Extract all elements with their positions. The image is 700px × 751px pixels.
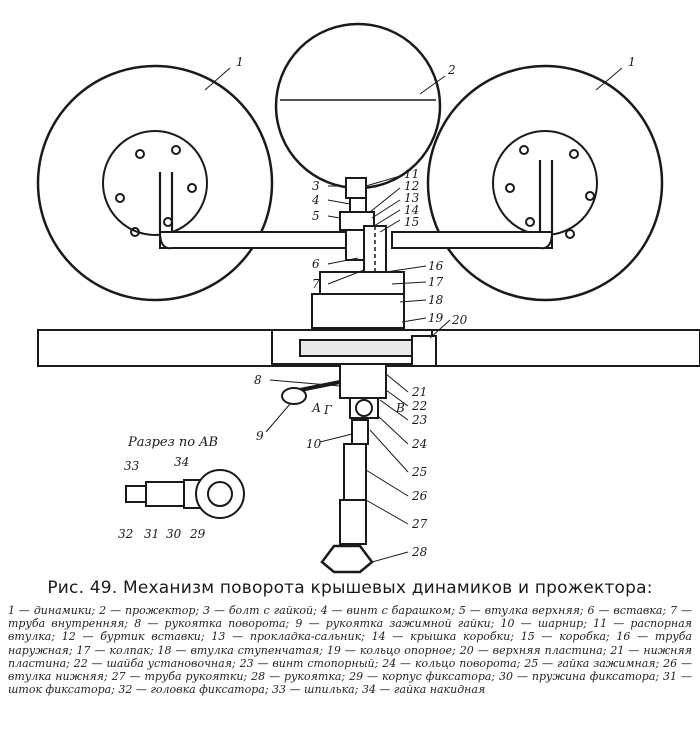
handle-tube: [339, 419, 369, 545]
box: [271, 329, 437, 367]
section-callout: 31: [144, 527, 159, 541]
callout: 3: [312, 179, 320, 193]
lower-body: [339, 363, 387, 419]
callout: 24: [411, 437, 427, 451]
figure-legend: 1 — динамики; 2 — прожектор; 3 — болт с …: [8, 604, 692, 697]
callout: 4: [311, 193, 320, 207]
section-callout: 29: [189, 527, 206, 541]
section-label: Разрез по AB: [127, 435, 218, 450]
spotlight: [274, 22, 442, 190]
callout: 9: [256, 429, 264, 443]
section-detail: [125, 469, 245, 519]
callout: 14: [404, 203, 419, 217]
callout: 20: [451, 313, 468, 327]
callout: 28: [411, 545, 428, 559]
grip: [320, 544, 374, 574]
callout: 8: [254, 373, 262, 387]
cut-mark: А: [311, 401, 321, 415]
section-callout: 32: [118, 527, 133, 541]
left-speaker: [36, 64, 274, 302]
figure-caption: Рис. 49. Механизм поворота крышевых дина…: [47, 578, 653, 598]
callout: 11: [404, 167, 419, 181]
callout: 6: [312, 257, 320, 271]
callout: 1: [628, 55, 636, 69]
callout: 12: [404, 179, 419, 193]
cut-mark: В: [395, 401, 405, 415]
callout: 27: [411, 517, 428, 531]
callout: 23: [411, 413, 428, 427]
callout: 7: [312, 277, 320, 291]
leader-lines: [204, 67, 623, 563]
speaker-bars: [159, 231, 553, 250]
callout: 13: [404, 191, 420, 205]
callout: 10: [306, 437, 322, 451]
right-speaker: [426, 64, 664, 302]
callout: 18: [428, 293, 444, 307]
rotation-handle: [281, 380, 341, 405]
mechanism-diagram: 1 1 2 3 4 5 6 7 8 9 10 11 12 13 14 15 16…: [36, 22, 700, 574]
callout: 5: [312, 209, 320, 223]
callout: 26: [411, 489, 428, 503]
section-callout: 33: [124, 459, 140, 473]
callout: 2: [447, 63, 456, 77]
callout: 17: [428, 275, 444, 289]
section-callout: 30: [166, 527, 182, 541]
stepped-sleeve: [311, 271, 405, 329]
callout: 22: [411, 399, 427, 413]
callout: 15: [404, 215, 419, 229]
callout: 16: [428, 259, 444, 273]
callout: 25: [411, 465, 427, 479]
callout: 19: [428, 311, 444, 325]
cut-mark: Г: [323, 403, 333, 417]
callout: 1: [236, 55, 244, 69]
callout: 21: [411, 385, 427, 399]
section-callout: 34: [174, 455, 189, 469]
